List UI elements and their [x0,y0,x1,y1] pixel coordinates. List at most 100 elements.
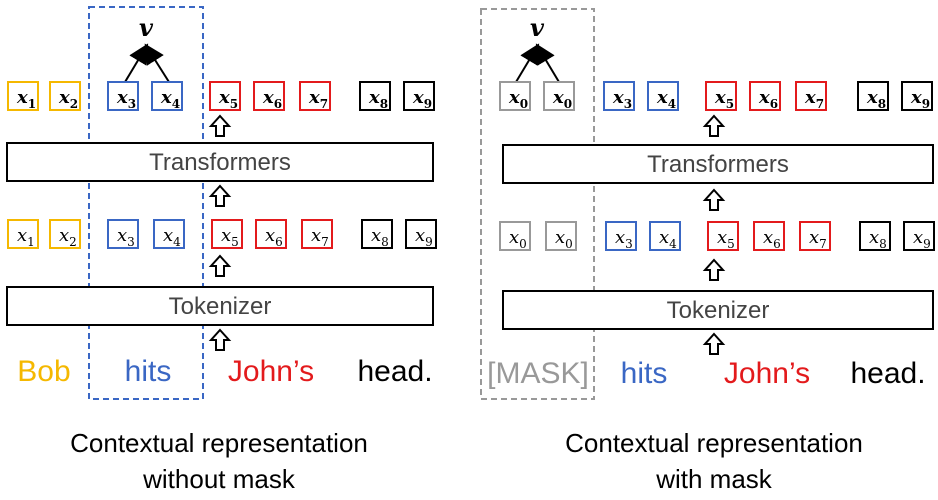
word-label: John’s [724,357,810,390]
left-transformers-label: Transformers [149,149,291,176]
token-base: x [659,227,669,248]
token-label: x7 [308,87,328,111]
token-box [405,219,437,249]
token-subscript: 9 [424,97,432,111]
right-vector-label: v [530,13,545,42]
token-box [605,221,637,251]
token-box [499,81,531,111]
token-box [107,219,139,249]
left-caption-line1: Contextual representation [70,428,368,458]
token-label: x9 [415,225,433,249]
token-subscript: 7 [816,97,824,111]
token-label: x3 [116,87,136,111]
token-base: x [809,227,819,248]
token-box [211,219,243,249]
left-tokenizer-box [6,286,434,326]
token-base: x [758,87,770,108]
token-label: x6 [763,227,781,251]
token-label: x7 [809,227,827,251]
token-base: x [612,87,624,108]
word-label: hits [621,357,668,390]
token-subscript: 6 [274,97,282,111]
token-box [151,81,183,111]
token-base: x [555,227,565,248]
token-label: x0 [508,87,528,111]
up-arrow-icon [208,114,232,137]
token-label: x1 [17,225,35,249]
right-tokenizer-label: Tokenizer [667,297,770,324]
token-subscript: 9 [923,237,931,251]
token-subscript: 5 [231,235,239,249]
right-vector-arrow-2 [535,43,560,83]
token-base: x [869,227,879,248]
token-label: x6 [262,87,282,111]
token-box [857,81,889,111]
token-subscript: 7 [321,235,329,249]
token-base: x [804,87,816,108]
token-base: x [163,225,173,246]
token-base: x [615,227,625,248]
token-box [209,81,241,111]
token-label: x5 [714,87,734,111]
token-subscript: 3 [624,97,632,111]
token-label: x5 [218,87,238,111]
token-subscript: 7 [819,237,827,251]
up-arrow-icon [702,332,726,355]
token-base: x [117,225,127,246]
token-label: x0 [552,87,572,111]
token-subscript: 6 [773,237,781,251]
up-arrow-icon [702,188,726,211]
token-base: x [508,87,520,108]
token-label: x1 [16,87,36,111]
token-subscript: 1 [28,97,36,111]
token-label: x9 [412,87,432,111]
left-transformers-box [6,142,434,182]
token-base: x [218,87,230,108]
token-box [799,221,831,251]
word-label: head. [357,355,432,388]
token-box [901,81,933,111]
word-label: John’s [228,355,314,388]
token-subscript: 8 [878,97,886,111]
up-arrow-icon [208,184,232,207]
token-label: x3 [615,227,633,251]
token-subscript: 3 [127,235,135,249]
token-box [795,81,827,111]
right-vector-arrow-1 [515,43,540,83]
token-label: x9 [913,227,931,251]
token-base: x [552,87,564,108]
token-box [153,219,185,249]
right-caption-line2: with mask [655,464,773,494]
token-box [859,221,891,251]
right-up-arrows [702,114,726,355]
token-label: x0 [509,227,527,251]
token-label: x6 [758,87,778,111]
right-tokenizer-box [502,290,934,330]
token-base: x [16,87,28,108]
token-base: x [368,87,380,108]
token-label: x4 [659,227,677,251]
token-box [7,81,39,111]
token-label: x7 [311,225,329,249]
token-base: x [412,87,424,108]
right-transformers-label: Transformers [647,151,789,178]
token-base: x [308,87,320,108]
token-base: x [509,227,519,248]
token-subscript: 4 [669,237,677,251]
token-base: x [371,225,381,246]
token-subscript: 0 [520,97,528,111]
token-label: x8 [866,87,886,111]
token-subscript: 0 [565,237,573,251]
token-box [647,81,679,111]
token-subscript: 5 [230,97,238,111]
up-arrow-icon [208,328,232,351]
token-base: x [116,87,128,108]
word-label: head. [850,357,925,390]
token-box [361,219,393,249]
token-subscript: 8 [879,237,887,251]
token-subscript: 7 [320,97,328,111]
